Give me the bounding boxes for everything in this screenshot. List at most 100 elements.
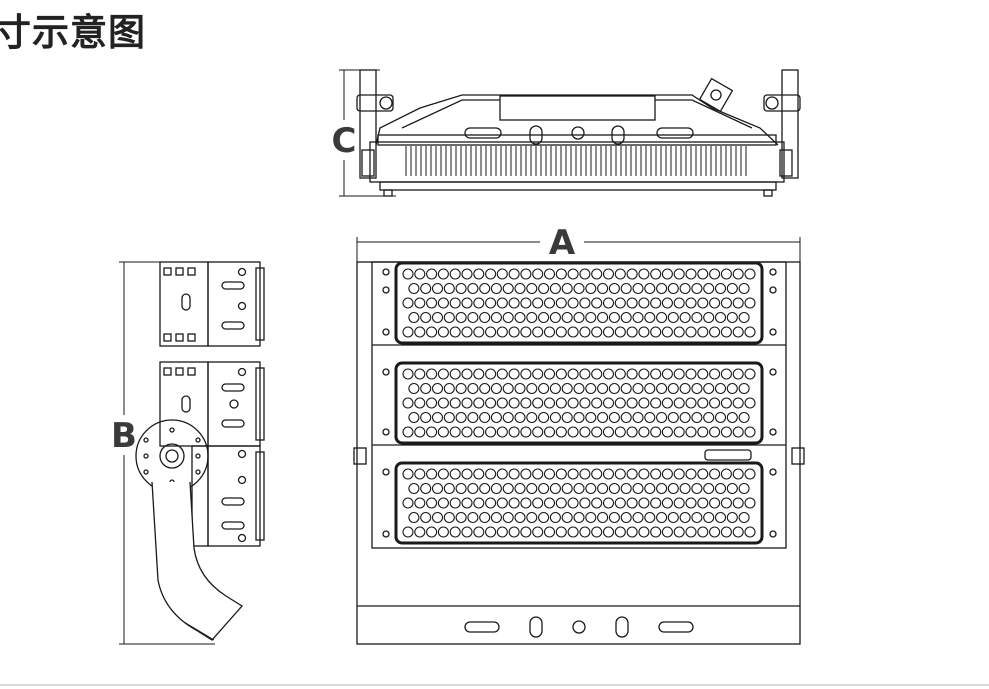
led-lens bbox=[449, 326, 461, 338]
led-lens bbox=[455, 511, 467, 524]
led-lens bbox=[738, 282, 750, 295]
led-lens bbox=[431, 411, 444, 424]
led-lens bbox=[614, 497, 626, 509]
led-lens bbox=[414, 297, 426, 309]
led-lens bbox=[626, 326, 638, 338]
led-lens bbox=[585, 382, 597, 395]
led-lens bbox=[538, 282, 550, 295]
led-lens bbox=[697, 397, 709, 409]
led-lens bbox=[614, 326, 626, 338]
led-lens bbox=[561, 482, 573, 495]
led-lens bbox=[543, 326, 556, 338]
led-lens bbox=[732, 497, 744, 509]
led-lens bbox=[720, 326, 732, 338]
led-lens bbox=[608, 411, 620, 424]
led-lens bbox=[408, 511, 420, 524]
led-lens bbox=[443, 411, 455, 424]
led-lens bbox=[473, 397, 485, 409]
led-lens bbox=[449, 397, 461, 409]
led-lens bbox=[638, 468, 650, 480]
led-lens bbox=[744, 526, 756, 538]
led-lens bbox=[520, 326, 532, 338]
led-lens bbox=[685, 368, 697, 380]
led-lens bbox=[461, 397, 473, 409]
led-lens bbox=[620, 382, 632, 395]
led-lens bbox=[744, 268, 756, 280]
led-lens bbox=[579, 326, 591, 338]
led-lens bbox=[561, 511, 573, 524]
led-lens bbox=[732, 326, 744, 338]
led-lens bbox=[720, 368, 732, 380]
led-lens bbox=[555, 268, 567, 280]
led-lens bbox=[414, 368, 426, 380]
led-lens bbox=[608, 482, 620, 495]
led-lens bbox=[402, 297, 414, 309]
led-lens bbox=[656, 411, 668, 424]
led-lens bbox=[532, 326, 544, 338]
led-lens bbox=[703, 282, 715, 295]
led-lens bbox=[732, 268, 744, 280]
led-lens bbox=[726, 382, 738, 395]
led-lens bbox=[691, 511, 703, 524]
led-lens bbox=[638, 526, 650, 538]
led-lens bbox=[538, 482, 550, 495]
led-lens bbox=[514, 282, 526, 295]
led-lens bbox=[543, 426, 556, 438]
heatsink-fins bbox=[405, 146, 747, 176]
led-lens bbox=[714, 411, 727, 424]
led-lens bbox=[431, 311, 444, 324]
led-lens bbox=[726, 482, 738, 495]
led-lens bbox=[573, 282, 585, 295]
led-lens bbox=[644, 382, 656, 395]
led-lens bbox=[732, 426, 744, 438]
led-lens bbox=[602, 368, 615, 380]
led-lens bbox=[650, 297, 662, 309]
led-lens bbox=[561, 282, 573, 295]
led-lens bbox=[691, 311, 703, 324]
led-lens bbox=[602, 297, 615, 309]
led-lens bbox=[426, 426, 438, 438]
led-lens bbox=[673, 326, 685, 338]
led-lens bbox=[608, 282, 620, 295]
led-lens bbox=[591, 497, 603, 509]
led-lens bbox=[720, 297, 732, 309]
led-lens bbox=[620, 511, 632, 524]
led-lens bbox=[720, 426, 732, 438]
led-lens bbox=[667, 411, 679, 424]
led-lens bbox=[485, 297, 497, 309]
led-lens bbox=[514, 411, 526, 424]
led-lens bbox=[602, 497, 615, 509]
led-lens bbox=[661, 268, 673, 280]
led-lens bbox=[667, 511, 679, 524]
led-lens bbox=[437, 268, 449, 280]
led-lens bbox=[638, 497, 650, 509]
led-lens bbox=[697, 426, 709, 438]
led-lens bbox=[543, 526, 556, 538]
led-lens bbox=[431, 282, 444, 295]
led-lens bbox=[732, 468, 744, 480]
page-title: 寸示意图 bbox=[0, 11, 146, 54]
led-lens bbox=[673, 297, 685, 309]
led-lens bbox=[502, 511, 514, 524]
side-view: B bbox=[108, 261, 265, 645]
led-lens bbox=[520, 526, 532, 538]
led-lens bbox=[602, 397, 615, 409]
led-lens bbox=[473, 297, 485, 309]
led-lens bbox=[414, 526, 426, 538]
led-lens bbox=[408, 482, 420, 495]
led-lens bbox=[449, 268, 461, 280]
led-lens bbox=[508, 526, 520, 538]
led-lens bbox=[608, 311, 620, 324]
led-lens bbox=[614, 297, 626, 309]
led-lens bbox=[408, 282, 420, 295]
led-lens bbox=[720, 497, 732, 509]
led-lens bbox=[585, 411, 597, 424]
led-lens bbox=[673, 426, 685, 438]
led-lens bbox=[632, 511, 644, 524]
led-lens bbox=[579, 268, 591, 280]
led-lens bbox=[714, 482, 727, 495]
led-lens bbox=[514, 311, 526, 324]
led-lens bbox=[673, 497, 685, 509]
dimension-a-label: A bbox=[549, 223, 576, 263]
